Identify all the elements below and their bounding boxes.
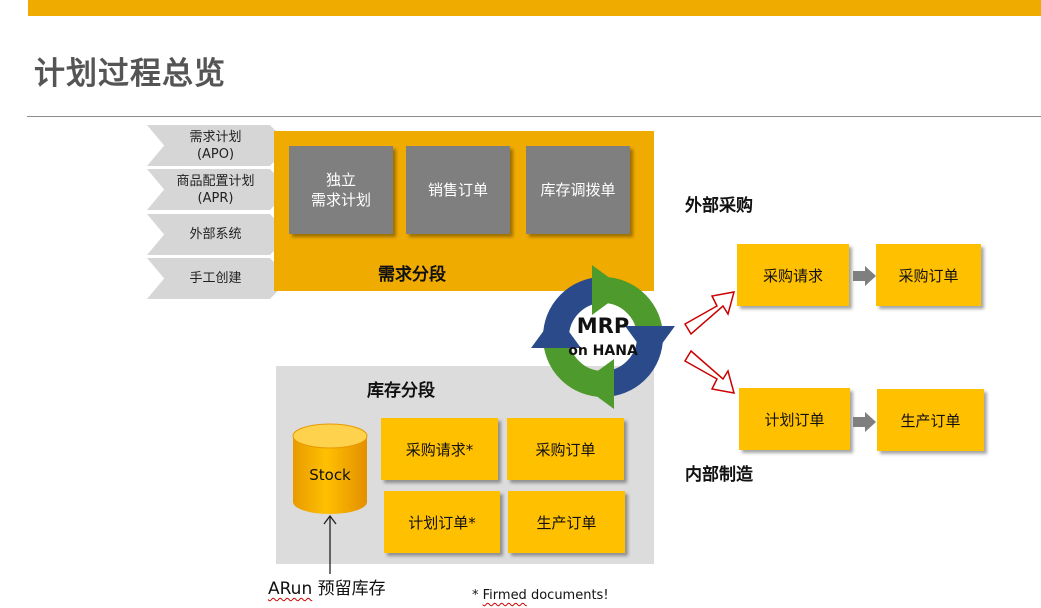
reservation-label: ARun 预留库存 xyxy=(268,574,386,599)
footnote: * Firmed documents! xyxy=(472,588,609,603)
footnote-prefix: * xyxy=(472,588,483,603)
external-box-purchase-requisition: 采购请求 xyxy=(737,244,849,306)
arrow-to-internal-production xyxy=(683,349,736,394)
source-label: 手工创建 xyxy=(189,271,242,286)
external-procurement-label: 外部采购 xyxy=(685,196,753,216)
demand-box-sales-order: 销售订单 xyxy=(406,146,510,234)
top-accent-bar xyxy=(28,0,1041,16)
title-divider xyxy=(27,116,1041,117)
reservation-suffix: 预留库存 xyxy=(312,579,386,599)
internal-flow-arrow xyxy=(853,412,876,432)
source-demand-planning: 需求计划(APO) xyxy=(147,125,290,166)
mrp-cycle-graphic xyxy=(531,265,675,409)
reservation-arrow xyxy=(323,514,337,574)
footnote-rest: documents! xyxy=(526,588,609,603)
mrp-sub-label: on HANA xyxy=(568,343,638,359)
internal-box-planned-order: 计划订单 xyxy=(739,388,850,450)
cycle-arrowhead-top xyxy=(592,265,626,315)
internal-production-label: 内部制造 xyxy=(685,465,753,485)
reservation-prefix: ARun xyxy=(268,579,313,599)
cycle-arrowhead-right xyxy=(625,326,675,360)
page-title: 计划过程总览 xyxy=(34,56,226,92)
cycle-arrowhead-bottom xyxy=(580,359,614,409)
mrp-label: MRP xyxy=(576,314,630,338)
stock-cylinder xyxy=(292,423,368,514)
source-manual-creation: 手工创建 xyxy=(147,258,290,299)
source-label: 需求计划 xyxy=(189,129,242,145)
source-assortment-planning: 商品配置计划(APR) xyxy=(147,169,290,210)
stock-cylinder-label: Stock xyxy=(309,466,351,484)
internal-box-production-order: 生产订单 xyxy=(877,389,984,451)
source-sub-label: (APR) xyxy=(197,190,234,206)
arrow-to-external-procurement xyxy=(683,291,736,336)
demand-box-independent-requirements: 独立 需求计划 xyxy=(289,146,393,234)
demand-box-stock-transport-order: 库存调拨单 xyxy=(526,146,630,234)
cycle-arrowhead-left xyxy=(531,314,581,348)
source-external-system: 外部系统 xyxy=(147,214,290,255)
stock-box-purchase-requisition: 采购请求* xyxy=(381,418,498,480)
external-flow-arrow xyxy=(853,266,876,286)
external-box-purchase-order: 采购订单 xyxy=(876,244,981,306)
stock-box-purchase-order: 采购订单 xyxy=(507,418,624,480)
stock-box-planned-order: 计划订单* xyxy=(384,491,500,553)
source-label: 商品配置计划 xyxy=(176,173,255,189)
footnote-word: Firmed xyxy=(482,588,527,603)
demand-segment-label: 需求分段 xyxy=(378,265,446,285)
source-sub-label: (APO) xyxy=(196,146,235,162)
stock-segment-label: 库存分段 xyxy=(367,381,435,401)
stock-box-production-order: 生产订单 xyxy=(508,491,625,553)
source-label: 外部系统 xyxy=(189,227,242,242)
